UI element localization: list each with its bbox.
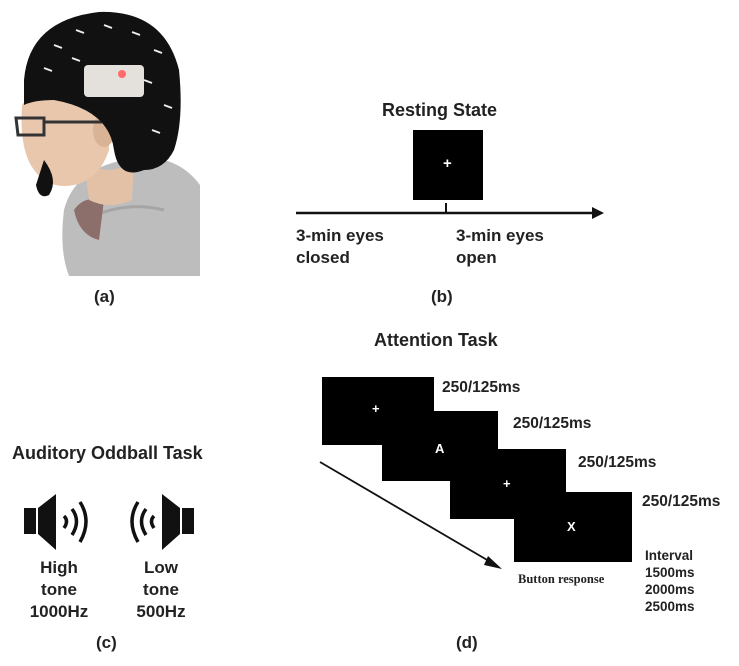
screen-3-stimulus: + [503, 476, 511, 491]
eeg-cap-photo [14, 10, 201, 276]
eyes-closed-label: 3-min eyes closed [296, 225, 384, 269]
resting-timeline-arrow [296, 203, 604, 219]
panel-b-label: (b) [431, 287, 453, 306]
screen-1-stimulus: + [372, 401, 380, 416]
auditory-oddball-title: Auditory Oddball Task [12, 443, 203, 463]
panel-d-label: (d) [456, 633, 478, 652]
panel-a-label: (a) [94, 287, 115, 306]
screen-4-timing: 250/125ms [642, 493, 721, 510]
interval-2500: 2500ms [645, 599, 695, 614]
low-tone-label: Low tone 500Hz [124, 557, 198, 623]
interval-title: Interval [645, 548, 694, 563]
high-tone-line2: tone [41, 580, 77, 599]
button-response-label: Button response [518, 572, 605, 586]
screen-4-stimulus: X [567, 519, 576, 534]
low-tone-frequency: 500Hz [136, 602, 186, 621]
screen-2-stimulus: A [435, 441, 445, 456]
high-tone-line1: High [40, 558, 78, 577]
low-tone-line1: Low [144, 558, 178, 577]
screen-1-timing: 250/125ms [442, 379, 521, 396]
eyes-open-label: 3-min eyes open [456, 225, 544, 269]
eyes-closed-line2: closed [296, 248, 350, 267]
fixation-cross: + [443, 155, 452, 172]
eyes-open-line2: open [456, 248, 497, 267]
speaker-low-icon [130, 494, 194, 550]
interval-1500: 1500ms [645, 565, 695, 580]
attention-screen-4: X [514, 492, 632, 562]
interval-2000: 2000ms [645, 582, 695, 597]
high-tone-frequency: 1000Hz [29, 602, 89, 621]
attention-task-title: Attention Task [374, 330, 498, 350]
low-tone-line2: tone [143, 580, 179, 599]
interval-block: Interval 1500ms 2000ms 2500ms [645, 547, 695, 615]
high-tone-label: High tone 1000Hz [22, 557, 96, 623]
resting-state-title: Resting State [382, 100, 498, 120]
screen-2-timing: 250/125ms [513, 415, 592, 432]
eyes-open-line1: 3-min eyes [456, 226, 544, 245]
screen-3-timing: 250/125ms [578, 454, 657, 471]
speaker-high-icon [24, 494, 88, 550]
eyes-closed-line1: 3-min eyes [296, 226, 384, 245]
resting-fixation-screen: + [413, 130, 483, 200]
attention-time-arrow [319, 461, 502, 569]
panel-c-label: (c) [96, 633, 117, 652]
